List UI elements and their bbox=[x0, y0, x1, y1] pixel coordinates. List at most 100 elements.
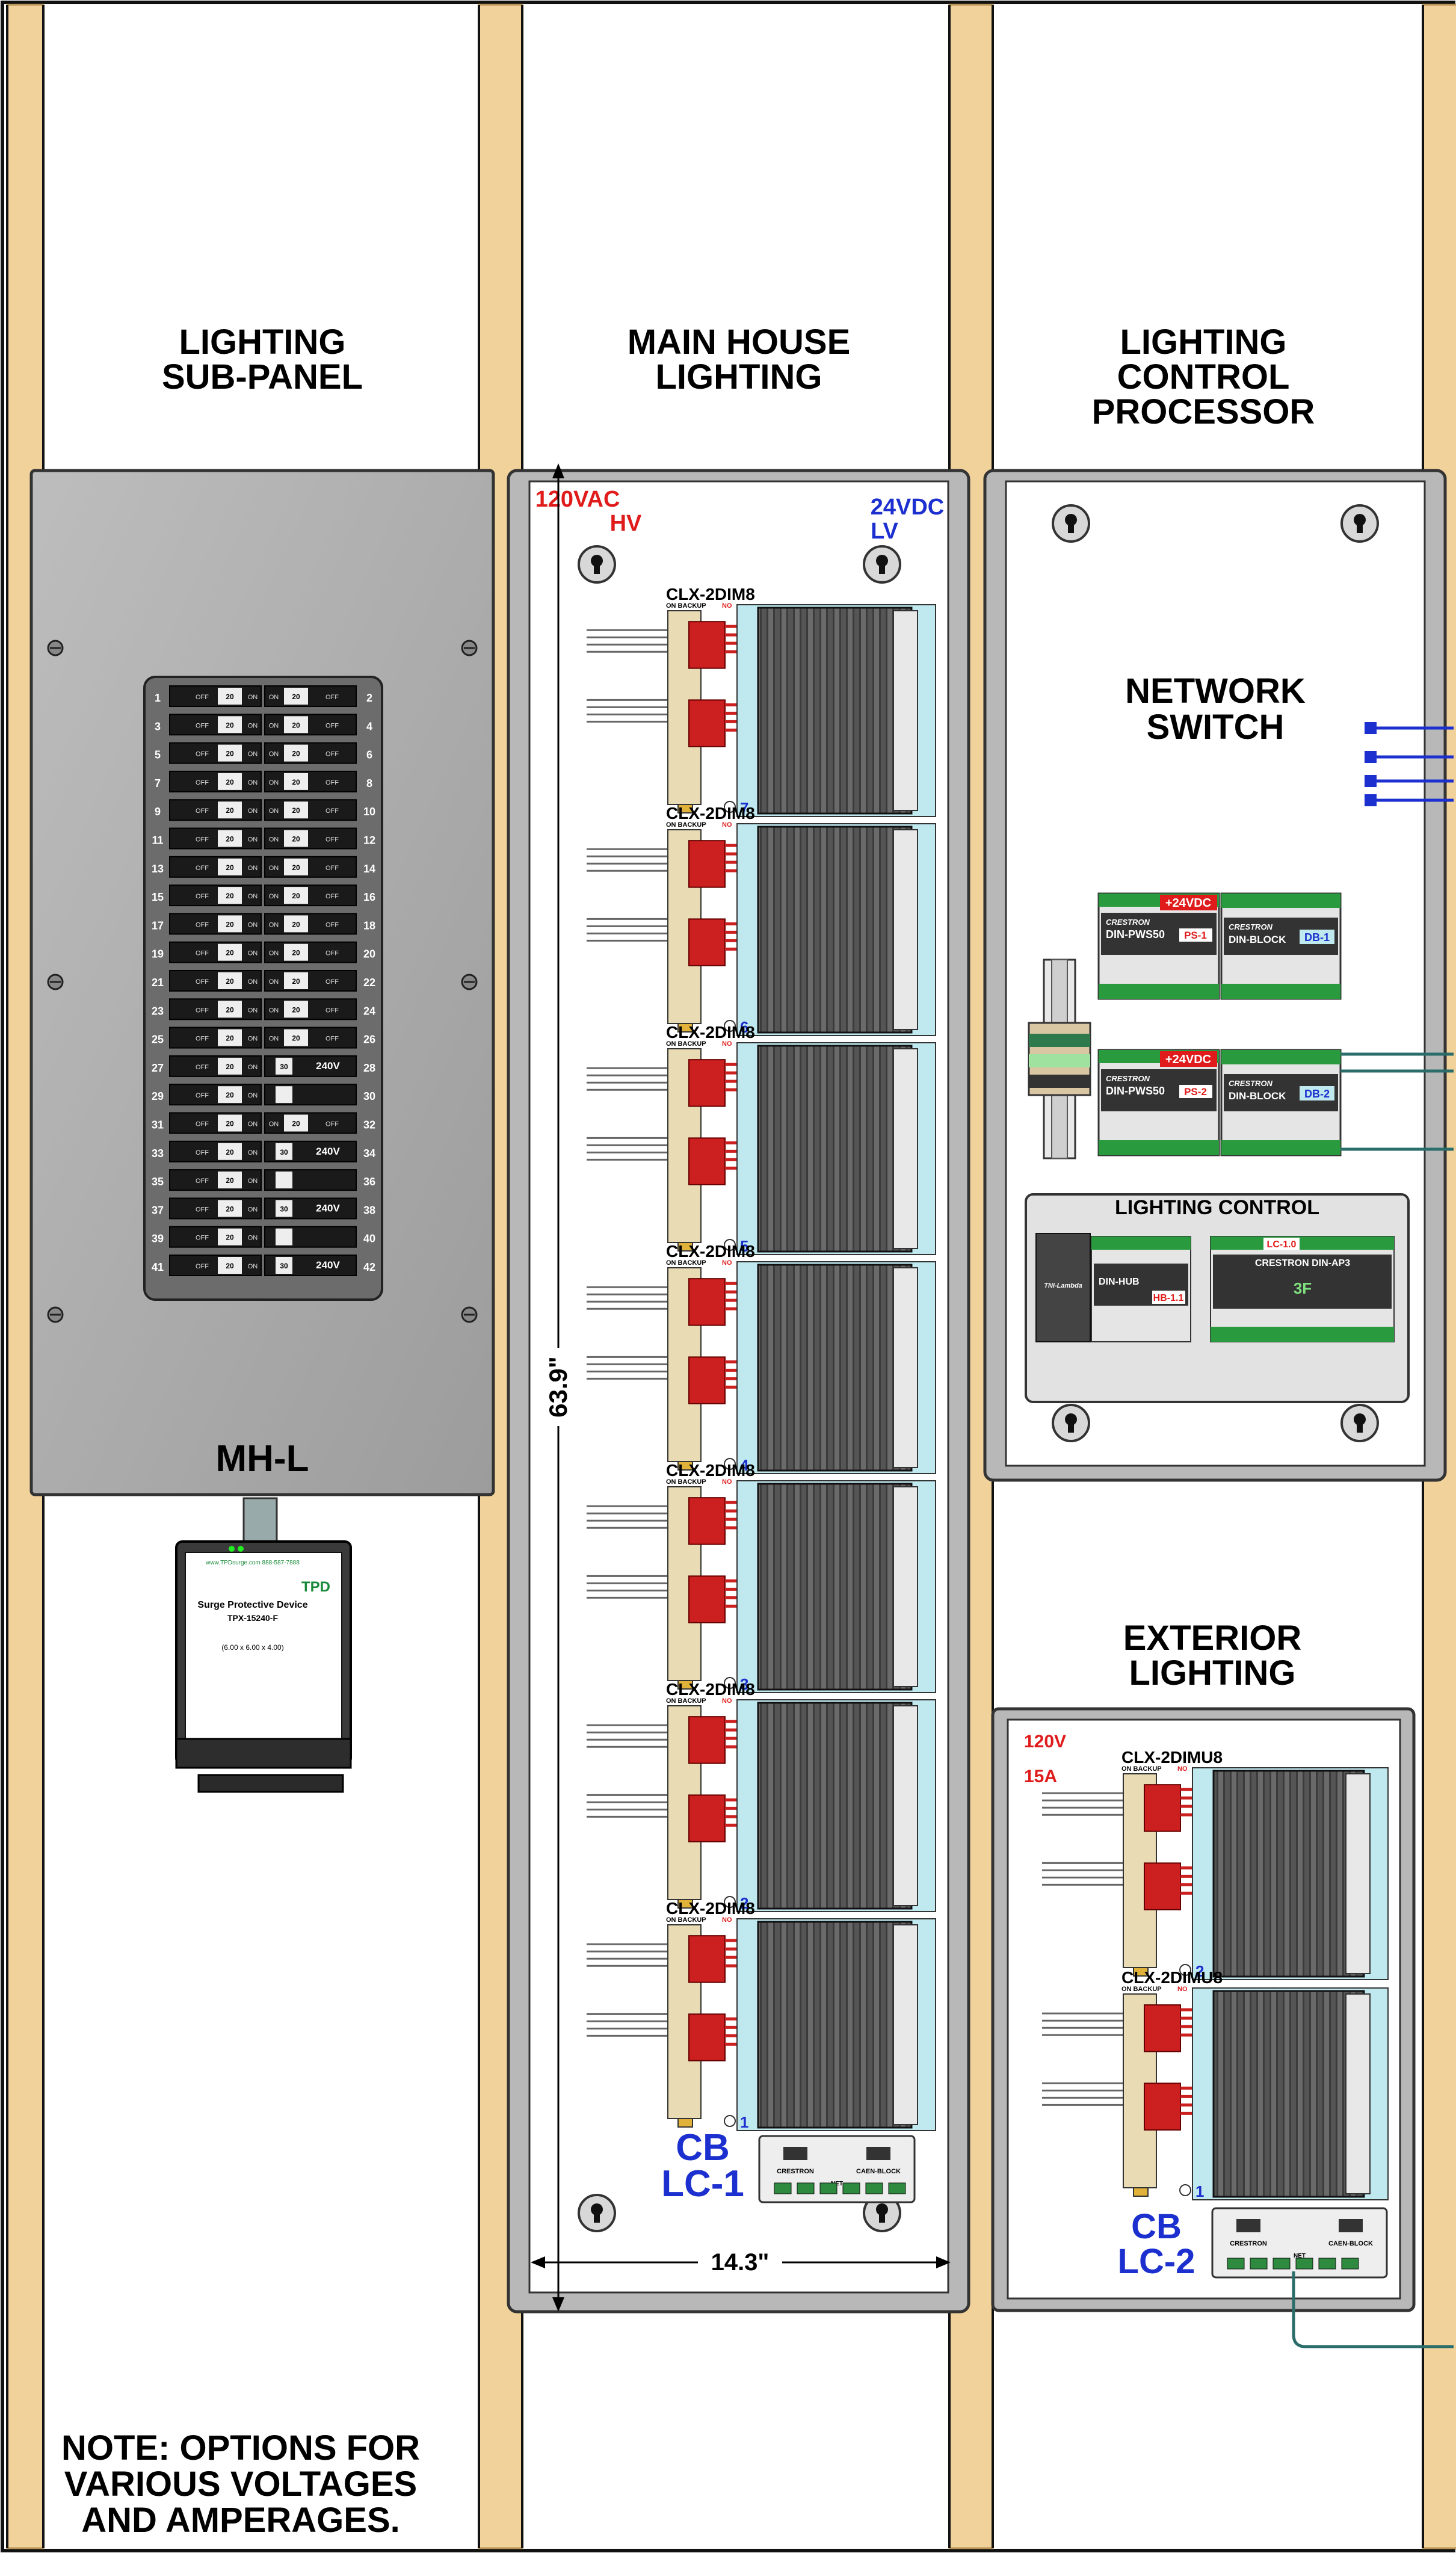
breaker-number-right: 10 bbox=[363, 806, 375, 818]
breaker-right bbox=[264, 856, 357, 878]
breaker-off-text: OFF bbox=[196, 1206, 209, 1213]
breaker-number-right: 14 bbox=[363, 863, 375, 875]
din-block-header bbox=[1221, 1050, 1340, 1064]
breaker-on-text: ON bbox=[248, 751, 258, 758]
module-name: CLX-2DIM8 bbox=[666, 1461, 755, 1480]
breaker-handle bbox=[284, 773, 308, 790]
network-port-icon bbox=[1365, 775, 1377, 787]
fuse bbox=[677, 1242, 693, 1252]
heatsink bbox=[757, 1921, 913, 2129]
network-switch-label-1: NETWORK bbox=[1125, 671, 1306, 711]
cab-terminal bbox=[1341, 2258, 1359, 2270]
module-no-text: NO bbox=[722, 1916, 732, 1924]
breaker-amp-text: 20 bbox=[226, 1176, 234, 1185]
breaker-number-right: 20 bbox=[363, 948, 375, 960]
breaker-right bbox=[264, 827, 357, 850]
heatsink bbox=[757, 826, 913, 1034]
keyhole-slot bbox=[1068, 1419, 1074, 1433]
fuse bbox=[677, 804, 693, 813]
breaker-on-text: ON bbox=[248, 779, 258, 786]
note-line-1: NOTE: OPTIONS FOR bbox=[61, 2428, 420, 2468]
led-indicator bbox=[724, 801, 736, 813]
relay-block bbox=[1144, 1784, 1181, 1832]
breaker-handle bbox=[276, 1200, 292, 1217]
double-pole-amp: 30 bbox=[280, 1063, 288, 1071]
psu-model: DIN-PWS50 bbox=[1106, 928, 1165, 940]
breaker-amp-text: 20 bbox=[226, 835, 234, 844]
lv-terminal bbox=[1345, 1993, 1371, 2194]
module-name: CLX-2DIMU8 bbox=[1121, 1968, 1223, 1987]
breaker-on-text: ON bbox=[269, 1036, 279, 1043]
breaker-amp-text: 20 bbox=[292, 977, 300, 986]
breaker-on-text: ON bbox=[248, 1036, 258, 1043]
cabinet-label-cb: CB bbox=[676, 2127, 730, 2169]
breaker-left bbox=[169, 884, 262, 907]
breaker-number-left: 41 bbox=[152, 1261, 164, 1273]
breaker-amp-text: 20 bbox=[226, 977, 234, 986]
surge-dims: (6.00 x 6.00 x 4.00) bbox=[221, 1643, 283, 1652]
network-port-icon bbox=[1365, 751, 1377, 763]
module-backup-text: ON BACKUP bbox=[666, 1916, 706, 1924]
breaker-on-text: ON bbox=[248, 1206, 258, 1213]
psu-voltage: +24VDC bbox=[1165, 897, 1211, 910]
breaker-off-text: OFF bbox=[325, 950, 339, 957]
breaker-number-left: 33 bbox=[152, 1147, 164, 1159]
breaker-right bbox=[264, 799, 357, 821]
breaker-left bbox=[169, 714, 262, 736]
module-no-text: NO bbox=[722, 821, 732, 829]
breaker-number-left: 19 bbox=[152, 948, 164, 960]
breaker-handle bbox=[284, 801, 308, 819]
breaker-handle bbox=[284, 972, 308, 989]
cab-net: NET bbox=[1294, 2253, 1306, 2259]
breaker-off-text: OFF bbox=[196, 921, 209, 928]
breaker-left bbox=[169, 799, 262, 821]
exterior-amperage: 15A bbox=[1024, 1767, 1057, 1786]
breaker-amp-text: 20 bbox=[226, 892, 234, 900]
psu-tag: PS-1 bbox=[1184, 930, 1207, 941]
breaker-number-right: 32 bbox=[363, 1119, 375, 1131]
breaker-on-text: ON bbox=[248, 1263, 258, 1270]
breaker-right bbox=[264, 685, 357, 707]
breaker-on-text: ON bbox=[248, 865, 258, 872]
lv-terminal bbox=[893, 610, 918, 811]
breaker-off-text: OFF bbox=[196, 722, 209, 729]
breaker-on-text: ON bbox=[248, 1064, 258, 1071]
breaker-on-text: ON bbox=[248, 893, 258, 900]
breaker-left bbox=[169, 1084, 262, 1106]
breaker-amp-text: 20 bbox=[226, 1148, 234, 1156]
breaker-handle bbox=[284, 858, 308, 875]
breaker-off-text: OFF bbox=[196, 1149, 209, 1156]
exterior-voltage: 120V bbox=[1024, 1732, 1066, 1752]
breaker-handle bbox=[218, 943, 242, 961]
lv-terminal bbox=[893, 1048, 918, 1249]
relay-block bbox=[688, 1137, 726, 1185]
breaker-amp-text: 20 bbox=[226, 721, 234, 729]
breaker-handle bbox=[218, 688, 242, 705]
breaker-amp-text: 20 bbox=[226, 806, 234, 815]
module-backup-text: ON BACKUP bbox=[1121, 1765, 1162, 1773]
keyhole-slot bbox=[1357, 520, 1363, 533]
breaker-amp-text: 20 bbox=[226, 1091, 234, 1099]
breaker-handle bbox=[218, 858, 242, 875]
cab-model: CAEN-BLOCK bbox=[856, 2168, 901, 2175]
breaker-off-text: OFF bbox=[196, 1036, 209, 1043]
module-number: 3 bbox=[740, 1675, 748, 1693]
breaker-on-text: ON bbox=[269, 694, 279, 701]
breaker-number-left: 13 bbox=[152, 863, 164, 875]
relay-block bbox=[1144, 2082, 1181, 2131]
module-number: 2 bbox=[740, 1894, 748, 1912]
keyhole-slot bbox=[1068, 520, 1074, 533]
keyhole-slot bbox=[879, 2209, 885, 2223]
title-main_title-0: MAIN HOUSE bbox=[628, 323, 851, 362]
lc-tag-box bbox=[1263, 1238, 1300, 1250]
breaker-off-text: OFF bbox=[325, 921, 339, 928]
module-backup-text: ON BACKUP bbox=[666, 1478, 706, 1486]
breaker-on-text: ON bbox=[248, 722, 258, 729]
cabinet-label-lc1: LC-1 bbox=[661, 2163, 744, 2205]
cab-connector bbox=[783, 2147, 807, 2160]
breaker-off-text: OFF bbox=[325, 1121, 339, 1128]
psu-footer bbox=[1099, 1140, 1219, 1155]
